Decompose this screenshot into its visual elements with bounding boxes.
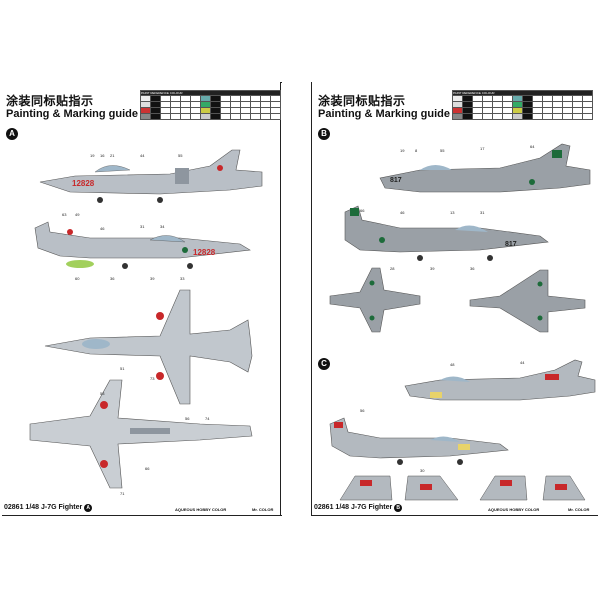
left-footer: 02861 1/48 J-7G Fighter A: [4, 504, 93, 512]
svg-text:16: 16: [100, 153, 105, 158]
svg-text:44: 44: [140, 153, 145, 158]
jet-c-side-view-1: [404, 359, 596, 401]
left-brand-mrcolor: Mr. COLOR: [252, 507, 274, 512]
svg-text:46: 46: [100, 226, 105, 231]
right-footer-badge: B: [394, 504, 403, 512]
right-callout-numbers: 19 8 55 17 64 66 46 13 31 28 39 36 48 44 56 30: [360, 144, 535, 473]
jet-b-side-view-2: 817: [344, 205, 549, 261]
left-footer-name: J-7G Fighter: [41, 504, 83, 511]
svg-text:73: 73: [150, 376, 155, 381]
right-brand-mrcolor: Mr. COLOR: [568, 507, 590, 512]
b-tail-number-1: 817: [390, 177, 402, 184]
svg-text:28: 28: [390, 266, 395, 271]
svg-text:53: 53: [100, 391, 105, 396]
svg-text:17: 17: [480, 146, 485, 151]
left-title-cn: 涂装同标贴指示: [6, 94, 94, 108]
left-footer-code: 02861: [4, 504, 24, 511]
svg-text:13: 13: [450, 210, 455, 215]
jet-b-side-view-1: 8 17: [379, 143, 591, 193]
svg-text:33: 33: [180, 276, 185, 281]
svg-text:74: 74: [205, 416, 210, 421]
jet-bottom-view: [29, 379, 253, 489]
jet-side-view-1: 12828: [39, 149, 263, 203]
svg-text:46: 46: [400, 210, 405, 215]
svg-text:30: 30: [420, 468, 425, 473]
right-color-reference-table: PAINT REFERENCE COLOUR: [452, 90, 593, 120]
right-page-bottom-rule: [311, 515, 598, 516]
jet-top-view: [44, 289, 253, 405]
jet-b-bottom-view: [469, 269, 586, 333]
right-title-en: Painting & Marking guide: [318, 108, 451, 120]
svg-text:48: 48: [450, 362, 455, 367]
svg-text:63: 63: [62, 212, 67, 217]
svg-text:66: 66: [360, 208, 365, 213]
svg-text:66: 66: [145, 466, 150, 471]
b-tail-number-2: 817: [505, 241, 517, 248]
svg-text:71: 71: [120, 491, 125, 496]
left-color-reference-table: PAINT REFERENCE COLOUR: [140, 90, 281, 120]
left-callout-numbers: 19 16 21 44 55 63 49 46 31 34 60 36 39 33 51 73 53 56…: [62, 153, 210, 496]
svg-text:19: 19: [90, 153, 95, 158]
svg-text:8: 8: [415, 148, 418, 153]
svg-text:39: 39: [150, 276, 155, 281]
left-title-en: Painting & Marking guide: [6, 108, 139, 120]
tail-fin-panels: [339, 475, 586, 501]
svg-text:34: 34: [160, 224, 165, 229]
right-footer-name: J-7G Fighter: [351, 504, 393, 511]
tail-number-2: 12828: [193, 248, 216, 257]
svg-text:36: 36: [470, 266, 475, 271]
left-footer-badge: A: [84, 504, 93, 512]
right-brand-aqueous: AQUEOUS HOBBY COLOR: [488, 507, 540, 512]
section-badge-c: C: [318, 358, 330, 370]
svg-text:64: 64: [530, 144, 535, 149]
right-title-cn: 涂装同标贴指示: [318, 94, 406, 108]
svg-text:31: 31: [480, 210, 485, 215]
svg-text:31: 31: [140, 224, 145, 229]
section-badge-b: B: [318, 128, 330, 140]
svg-text:60: 60: [75, 276, 80, 281]
svg-text:44: 44: [520, 360, 525, 365]
svg-text:39: 39: [430, 266, 435, 271]
section-badge-a: A: [6, 128, 18, 140]
right-footer: 02861 1/48 J-7G Fighter B: [314, 504, 403, 512]
svg-text:21: 21: [110, 153, 115, 158]
right-footer-code: 02861: [314, 504, 334, 511]
left-brand-aqueous: AQUEOUS HOBBY COLOR: [175, 507, 227, 512]
svg-text:19: 19: [400, 148, 405, 153]
jet-b-top-view: [329, 267, 421, 333]
left-page-bottom-rule: [2, 515, 282, 516]
right-footer-scale: 1/48: [335, 504, 350, 511]
jet-c-side-view-2: [329, 417, 509, 465]
jet-side-view-2: 12828: [34, 221, 251, 269]
svg-text:49: 49: [75, 212, 80, 217]
svg-text:51: 51: [120, 366, 125, 371]
svg-text:36: 36: [110, 276, 115, 281]
svg-text:55: 55: [440, 148, 445, 153]
tail-number-1: 12828: [72, 179, 95, 188]
svg-text:56: 56: [185, 416, 190, 421]
svg-text:56: 56: [360, 408, 365, 413]
left-footer-scale: 1/48: [25, 504, 40, 511]
svg-text:55: 55: [178, 153, 183, 158]
